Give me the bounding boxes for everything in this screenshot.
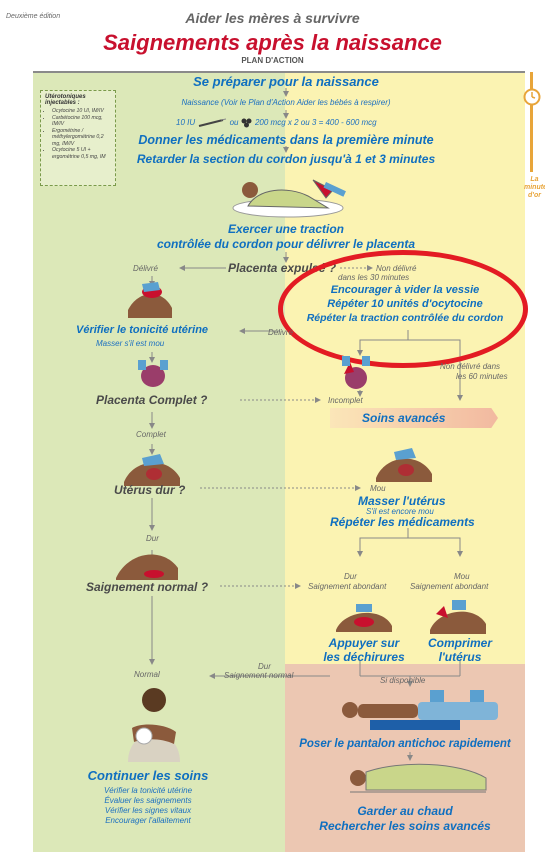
page-title: Saignements après la naissance [103,30,442,55]
question-placenta-complete: Placenta Complet ? [96,393,208,407]
label-normal: Normal [134,670,160,679]
uterotonic-item: Ocytocine 10 UI, IM/IV [52,108,111,115]
care-list-item: Vérifier les signes vitaux [104,806,192,815]
compress-uterus-figure [430,600,486,634]
uterotonics-list: Ocytocine 10 UI, IM/IV Carbétocine 100 m… [45,108,111,160]
bleeding-check-figure [116,554,178,580]
label-firm-2: Dur [344,572,357,581]
breastfeeding-mother-figure [128,688,180,762]
mother-birth-figure [232,179,346,218]
label-firm-3: Dur [258,662,271,671]
syringe-icon [199,118,227,127]
pills-icon [241,118,252,128]
step-traction-1: Exercer une traction [227,222,345,236]
uterotonic-item: Carbétocine 100 mcg, IM/IV [52,115,111,128]
uterotonic-item: Ocytocine 5 UI + ergométrine 0,5 mg, IM [52,147,111,160]
step-keep-warm: Garder au chaud [357,804,453,818]
uterotonics-title: Utérotoniques injectables : [45,94,86,106]
clock-icon [523,88,541,106]
step-compress-2: l'utérus [438,650,482,664]
uterus-massage-figure [376,448,432,482]
golden-minute-line2: minute [524,184,545,191]
care-list-item: Vérifier la tonicité utérine [103,786,193,795]
care-list: Vérifier la tonicité utérine Évaluer les… [60,786,236,826]
care-list-item: Encourager l'allaitement [105,816,191,825]
step-press-tears-1: Appuyer sur [328,636,400,650]
step-press-tears-2: les déchirures [323,650,405,664]
step-repeat-meds: Répéter les médicaments [330,515,475,529]
golden-minute-bar [530,72,533,172]
dose-or: ou [229,118,239,128]
step-anti-shock: Poser le pantalon antichoc rapidement [299,738,511,750]
label-if-available: Si disponible [380,676,426,685]
label-normal-bleeding-2: Saignement normal [224,671,294,680]
placenta-check-figure-1 [138,360,168,387]
uterotonics-box: Utérotoniques injectables : Ocytocine 10… [40,90,116,186]
step-traction-2: contrôlée du cordon pour délivrer le pla… [156,237,416,251]
step-bladder: Encourager à vider la vessie [330,284,480,296]
step-check-tone: Vérifier le tonicité utérine [76,324,209,336]
label-not-delivered-60-2: les 60 minutes [456,372,508,381]
step-seek-advanced: Rechercher les soins avancés [319,819,491,833]
dose-oxytocin: 10 IU [176,118,196,128]
golden-minute-line3: d'or [528,192,541,199]
anti-shock-garment-figure [342,690,498,730]
step-massage-uterus: Masser l'utérus [358,494,446,508]
top-rule [33,71,525,73]
step-delay-cord: Retarder la section du cordon jusqu'à 1 … [136,152,436,166]
label-complete: Complet [136,430,166,439]
uterus-palpation-figure-1 [124,454,180,486]
page-subtitle: PLAN D'ACTION [241,56,304,65]
label-heavy-bleeding-1: Saignement abondant [308,582,387,591]
golden-minute-line1: La [530,176,539,183]
label-heavy-bleeding-2: Saignement abondant [410,582,489,591]
label-delivered-2: Délivré [268,328,293,337]
pink-panel [285,664,525,852]
keep-warm-figure [350,763,487,793]
step-prepare-note: Naissance (Voir le Plan d'Action Aider l… [181,98,391,107]
edition-label: Deuxième édition [6,13,61,20]
yellow-panel [285,72,525,664]
label-soft: Mou [370,484,386,493]
label-firm: Dur [146,534,159,543]
step-give-meds: Donner les médicaments dans la première … [138,133,434,147]
program-title: Aider les mères à survivre [185,10,360,26]
step-advanced-care: Soins avancés [362,411,446,425]
question-normal-bleeding: Saignement normal ? [86,580,209,594]
label-soft-2: Mou [454,572,470,581]
question-uterus-firm: Utérus dur ? [114,483,186,497]
uterotonic-item: Ergométrine / méthylergométrine 0,2 mg, … [52,128,111,148]
step-massage-if-soft: Masser s'il est mou [96,339,165,348]
label-not-delivered-60-1: Non délivré dans [440,362,501,371]
dose-line: 10 IU ou 200 mcg x 2 ou 3 = 400 - 600 mc… [176,118,426,132]
golden-minute-label: La minute d'or [524,176,545,200]
advanced-care-banner [330,408,498,428]
press-tears-figure [336,604,392,632]
step-if-still-soft: S'il est encore mou [366,507,434,516]
step-prepare: Se préparer pour la naissance [193,74,379,89]
label-delivered: Délivré [133,264,158,273]
label-incomplete: Incomplet [328,396,363,405]
hand-on-uterus-figure-1 [128,282,172,318]
step-repeat-oxytocin: Répéter 10 unités d'ocytocine [327,298,483,310]
step-repeat-traction: Répéter la traction contrôlée du cordon [306,312,504,324]
red-highlight-oval [278,250,528,368]
dose-misoprostol: 200 mcg x 2 ou 3 = 400 - 600 mcg [254,118,377,128]
step-compress-1: Comprimer [427,636,492,650]
placenta-check-figure-2 [342,356,370,389]
care-list-item: Évaluer les saignements [104,796,192,805]
step-continue-care: Continuer les soins [87,768,209,783]
